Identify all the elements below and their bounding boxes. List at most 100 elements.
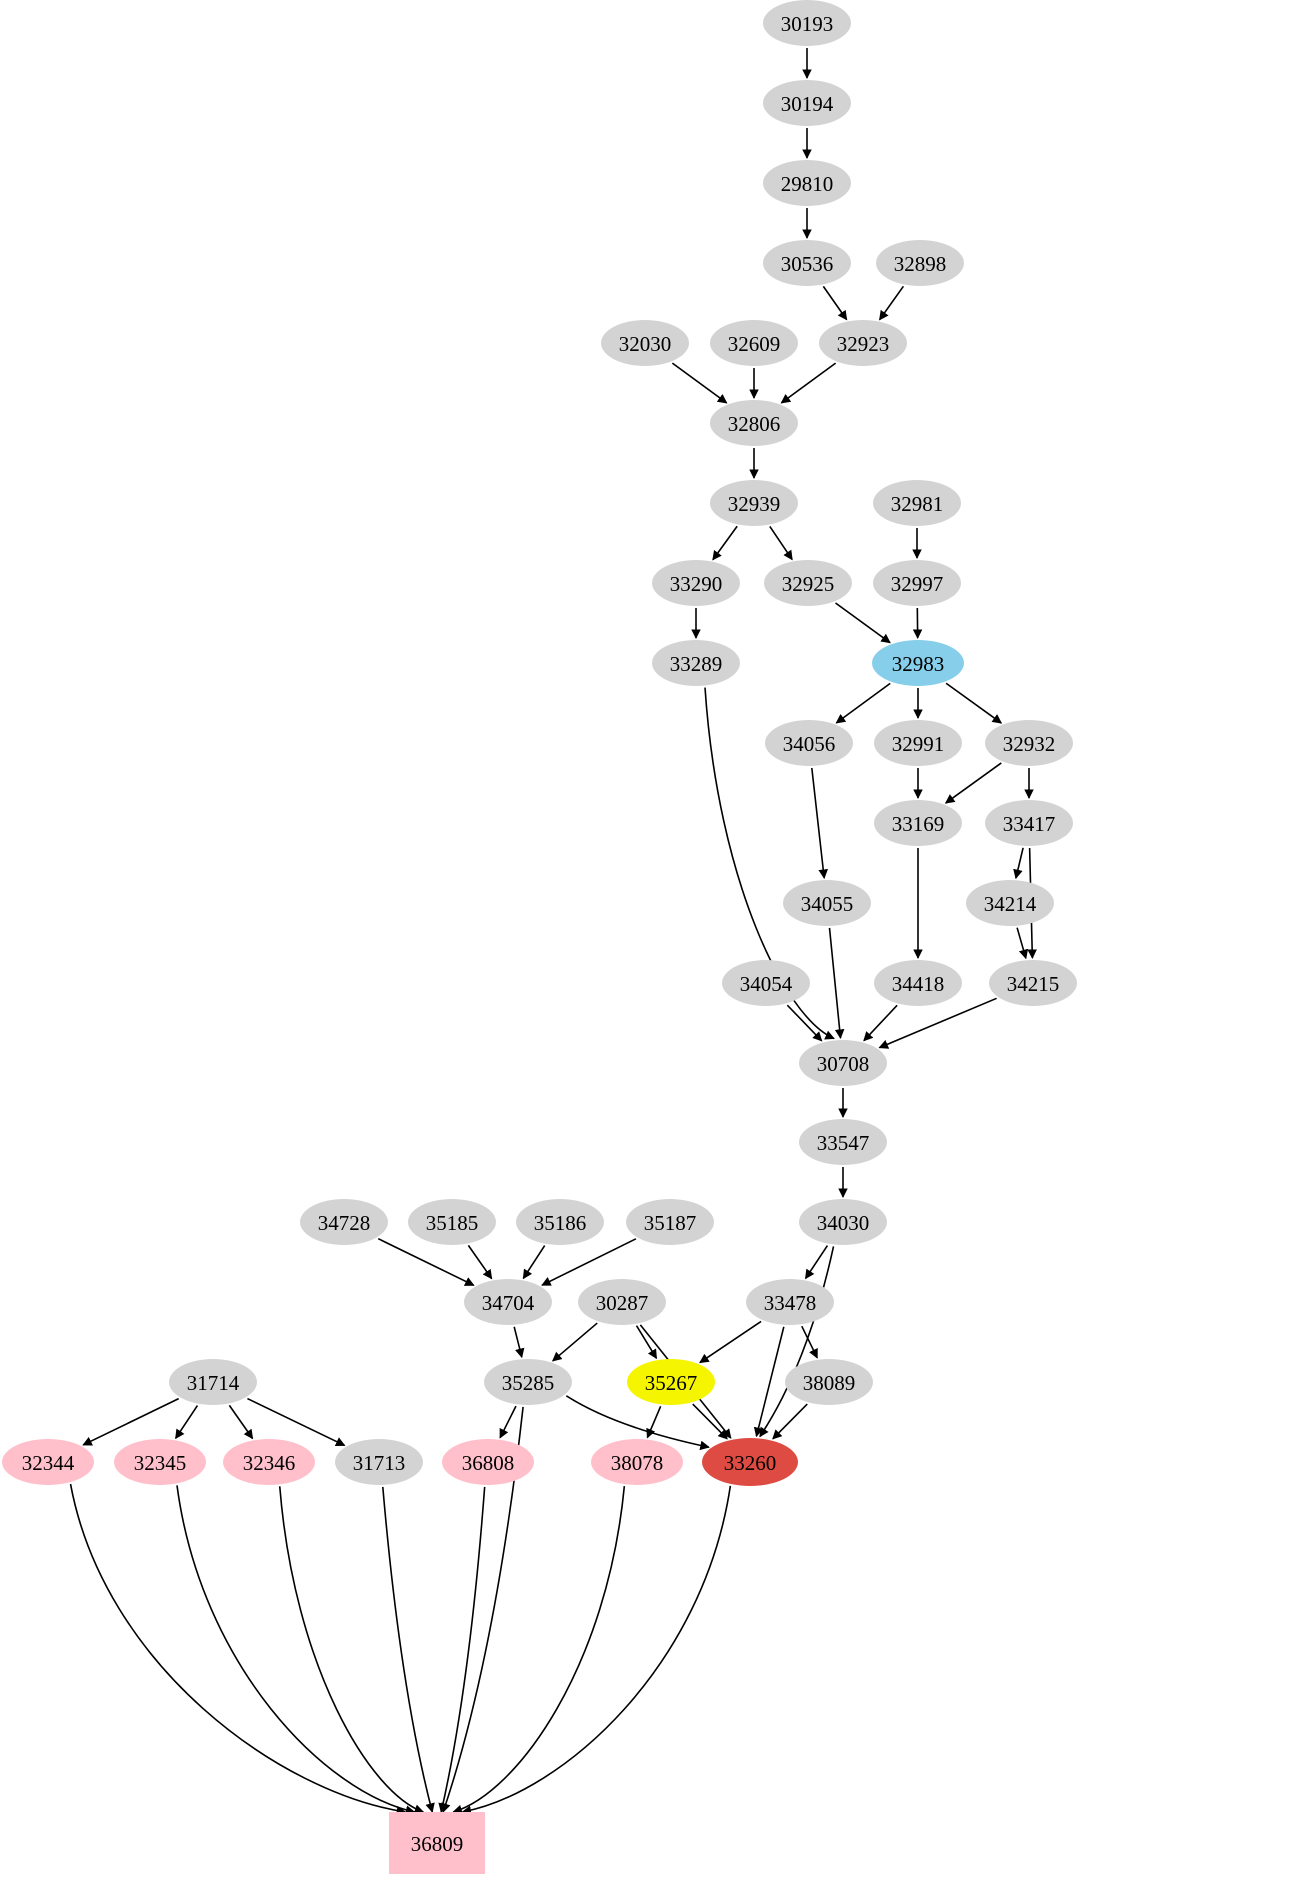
node-shape-34055[interactable] xyxy=(783,880,871,926)
node-shape-31714[interactable] xyxy=(169,1359,257,1405)
graph-node-33260[interactable]: 33260 xyxy=(702,1438,798,1486)
graph-node-34214[interactable]: 34214 xyxy=(966,880,1054,926)
graph-node-31713[interactable]: 31713 xyxy=(335,1439,423,1485)
graph-node-32932[interactable]: 32932 xyxy=(985,720,1073,766)
graph-node-32345[interactable]: 32345 xyxy=(114,1439,206,1485)
graph-node-34054[interactable]: 34054 xyxy=(722,960,810,1006)
node-shape-35267[interactable] xyxy=(627,1359,715,1405)
graph-node-33290[interactable]: 33290 xyxy=(652,560,740,606)
node-shape-32806[interactable] xyxy=(710,400,798,446)
node-shape-32925[interactable] xyxy=(764,560,852,606)
node-shape-34054[interactable] xyxy=(722,960,810,1006)
node-shape-30194[interactable] xyxy=(763,80,851,126)
graph-node-36808[interactable]: 36808 xyxy=(442,1439,534,1485)
graph-node-34215[interactable]: 34215 xyxy=(989,960,1077,1006)
node-shape-34030[interactable] xyxy=(799,1199,887,1245)
node-shape-32923[interactable] xyxy=(819,320,907,366)
graph-node-32923[interactable]: 32923 xyxy=(819,320,907,366)
graph-node-32806[interactable]: 32806 xyxy=(710,400,798,446)
node-shape-35186[interactable] xyxy=(516,1199,604,1245)
graph-node-33289[interactable]: 33289 xyxy=(652,640,740,686)
graph-edge-34704-35285 xyxy=(513,1326,525,1359)
node-label-32939: 32939 xyxy=(728,492,781,516)
graph-node-32925[interactable]: 32925 xyxy=(764,560,852,606)
graph-node-32981[interactable]: 32981 xyxy=(873,480,961,526)
node-shape-31713[interactable] xyxy=(335,1439,423,1485)
graph-node-33478[interactable]: 33478 xyxy=(746,1279,834,1325)
node-shape-35187[interactable] xyxy=(626,1199,714,1245)
graph-node-30536[interactable]: 30536 xyxy=(763,240,851,286)
graph-node-34056[interactable]: 34056 xyxy=(765,720,853,766)
graph-node-32997[interactable]: 32997 xyxy=(873,560,961,606)
node-shape-32939[interactable] xyxy=(710,480,798,526)
graph-node-32344[interactable]: 32344 xyxy=(2,1439,94,1485)
graph-node-29810[interactable]: 29810 xyxy=(763,160,851,206)
node-label-35185: 35185 xyxy=(426,1211,479,1235)
node-shape-32345[interactable] xyxy=(114,1439,206,1485)
node-shape-34056[interactable] xyxy=(765,720,853,766)
graph-node-33417[interactable]: 33417 xyxy=(985,800,1073,846)
graph-node-32991[interactable]: 32991 xyxy=(874,720,962,766)
node-shape-33169[interactable] xyxy=(874,800,962,846)
node-shape-33478[interactable] xyxy=(746,1279,834,1325)
graph-node-34704[interactable]: 34704 xyxy=(464,1279,552,1325)
node-shape-33289[interactable] xyxy=(652,640,740,686)
graph-node-30708[interactable]: 30708 xyxy=(799,1040,887,1086)
graph-node-32939[interactable]: 32939 xyxy=(710,480,798,526)
graph-node-33547[interactable]: 33547 xyxy=(799,1119,887,1165)
node-shape-33260[interactable] xyxy=(702,1438,798,1486)
node-shape-35285[interactable] xyxy=(484,1359,572,1405)
graph-node-36809[interactable]: 36809 xyxy=(389,1812,485,1874)
graph-node-35187[interactable]: 35187 xyxy=(626,1199,714,1245)
graph-node-32609[interactable]: 32609 xyxy=(710,320,798,366)
node-shape-32898[interactable] xyxy=(876,240,964,286)
node-shape-36808[interactable] xyxy=(442,1439,534,1485)
node-shape-36809[interactable] xyxy=(389,1812,485,1874)
graph-node-35186[interactable]: 35186 xyxy=(516,1199,604,1245)
node-shape-34215[interactable] xyxy=(989,960,1077,1006)
graph-node-32983[interactable]: 32983 xyxy=(872,640,964,686)
node-shape-32983[interactable] xyxy=(872,640,964,686)
node-shape-35185[interactable] xyxy=(408,1199,496,1245)
edge-layer xyxy=(69,48,1037,1816)
graph-node-35267[interactable]: 35267 xyxy=(627,1359,715,1405)
node-shape-29810[interactable] xyxy=(763,160,851,206)
node-shape-32991[interactable] xyxy=(874,720,962,766)
graph-node-32898[interactable]: 32898 xyxy=(876,240,964,286)
node-shape-30287[interactable] xyxy=(578,1279,666,1325)
graph-node-32030[interactable]: 32030 xyxy=(601,320,689,366)
graph-node-34055[interactable]: 34055 xyxy=(783,880,871,926)
graph-node-31714[interactable]: 31714 xyxy=(169,1359,257,1405)
graph-node-35285[interactable]: 35285 xyxy=(484,1359,572,1405)
graph-node-38089[interactable]: 38089 xyxy=(785,1359,873,1405)
node-shape-32981[interactable] xyxy=(873,480,961,526)
node-shape-38089[interactable] xyxy=(785,1359,873,1405)
graph-node-34418[interactable]: 34418 xyxy=(874,960,962,1006)
node-shape-32344[interactable] xyxy=(2,1439,94,1485)
node-shape-38078[interactable] xyxy=(591,1439,683,1485)
graph-node-34030[interactable]: 34030 xyxy=(799,1199,887,1245)
graph-node-30194[interactable]: 30194 xyxy=(763,80,851,126)
node-shape-34728[interactable] xyxy=(300,1199,388,1245)
node-shape-33547[interactable] xyxy=(799,1119,887,1165)
graph-node-32346[interactable]: 32346 xyxy=(223,1439,315,1485)
graph-node-30193[interactable]: 30193 xyxy=(763,0,851,46)
graph-node-34728[interactable]: 34728 xyxy=(300,1199,388,1245)
node-shape-32030[interactable] xyxy=(601,320,689,366)
node-shape-32346[interactable] xyxy=(223,1439,315,1485)
node-shape-33417[interactable] xyxy=(985,800,1073,846)
node-shape-32932[interactable] xyxy=(985,720,1073,766)
graph-node-30287[interactable]: 30287 xyxy=(578,1279,666,1325)
node-shape-33290[interactable] xyxy=(652,560,740,606)
node-shape-34418[interactable] xyxy=(874,960,962,1006)
node-shape-34704[interactable] xyxy=(464,1279,552,1325)
graph-node-35185[interactable]: 35185 xyxy=(408,1199,496,1245)
node-shape-32997[interactable] xyxy=(873,560,961,606)
graph-node-33169[interactable]: 33169 xyxy=(874,800,962,846)
node-shape-30708[interactable] xyxy=(799,1040,887,1086)
graph-node-38078[interactable]: 38078 xyxy=(591,1439,683,1485)
node-shape-32609[interactable] xyxy=(710,320,798,366)
node-shape-30536[interactable] xyxy=(763,240,851,286)
node-shape-30193[interactable] xyxy=(763,0,851,46)
node-shape-34214[interactable] xyxy=(966,880,1054,926)
